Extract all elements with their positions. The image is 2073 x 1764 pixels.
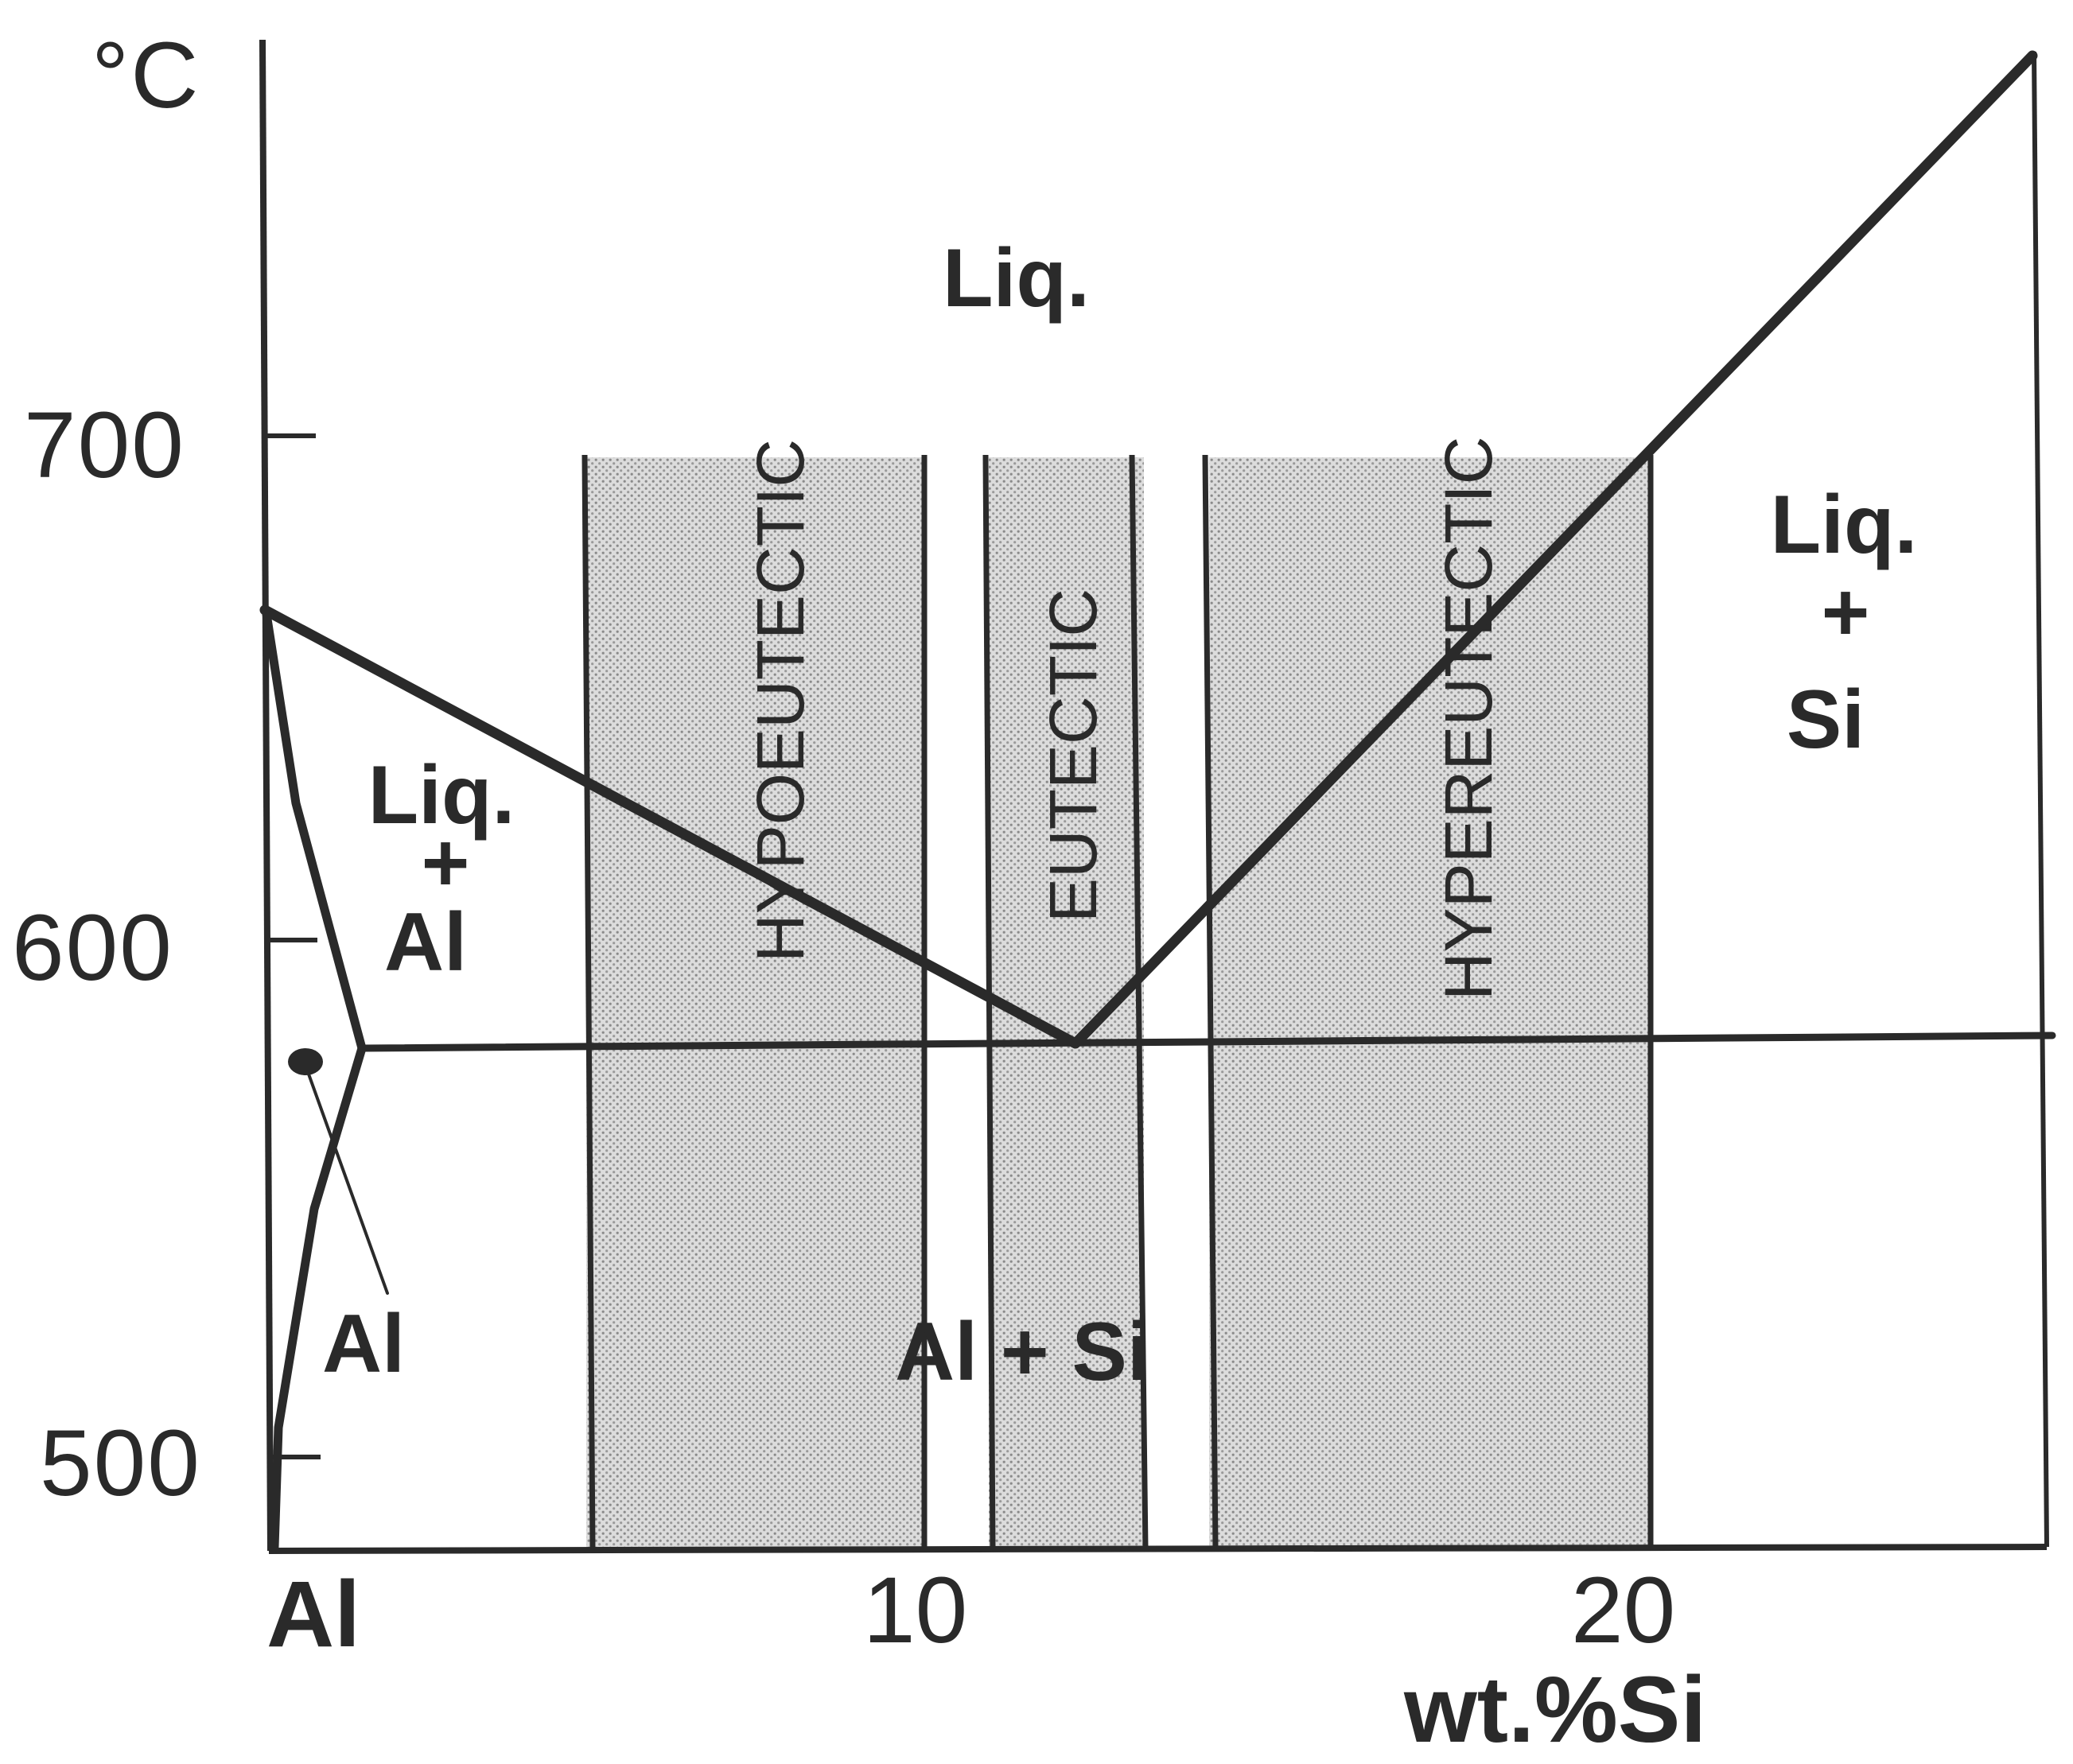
band-label-hypereutectic: HYPEREUTECTIC: [1431, 437, 1506, 1001]
liquidus-line: [259, 50, 2038, 1049]
y-unit-label: °C: [91, 23, 200, 128]
x-origin-label: Al: [266, 1562, 360, 1667]
region-label-liq-al-plus: +: [422, 817, 470, 909]
region-label-al-si: Al + Si: [895, 1306, 1150, 1398]
eutectic-line: [358, 1032, 2056, 1052]
region-label-liq-si-bottom: Si: [1787, 674, 1865, 766]
x-axis-label: wt.%Si: [1403, 1657, 1706, 1760]
region-label-liq-al-bottom: Al: [384, 896, 467, 989]
y-tick-label-700: 700: [24, 393, 185, 498]
solidus-line: [262, 609, 367, 1053]
hypereutectic-band: [1209, 457, 1651, 1551]
hypoeutectic-band: [586, 457, 924, 1551]
axes-frame: [259, 39, 2049, 1554]
leader-line: [305, 1068, 389, 1295]
x-tick-label-10: 10: [863, 1558, 967, 1663]
band-line: [1202, 454, 1219, 1550]
band-boundaries: [581, 454, 1654, 1550]
y-tick-label-500: 500: [40, 1411, 201, 1516]
y-axis: [259, 39, 274, 1552]
x-axis: [268, 1544, 2048, 1554]
x-tick-label-20: 20: [1571, 1558, 1675, 1663]
y-tick-label-600: 600: [12, 896, 173, 1001]
marker-dot: [288, 1048, 323, 1075]
solvus-line: [270, 1043, 367, 1552]
region-label-liq-si-top: Liq.: [1771, 479, 1918, 571]
region-label-al-solid: Al: [322, 1298, 405, 1390]
region-label-liq-al-top: Liq.: [368, 749, 515, 841]
right-boundary: [2032, 51, 2049, 1548]
phase-boundaries: [259, 50, 2056, 1552]
region-label-liq-si-plus: +: [1822, 566, 1870, 659]
band-label-eutectic: EUTECTIC: [1036, 589, 1110, 923]
band-line: [581, 454, 596, 1550]
band-label-hypoeutectic: HYPOEUTECTIC: [743, 439, 818, 962]
region-label-liquid: Liq.: [943, 232, 1090, 324]
band-line: [1129, 454, 1149, 1550]
